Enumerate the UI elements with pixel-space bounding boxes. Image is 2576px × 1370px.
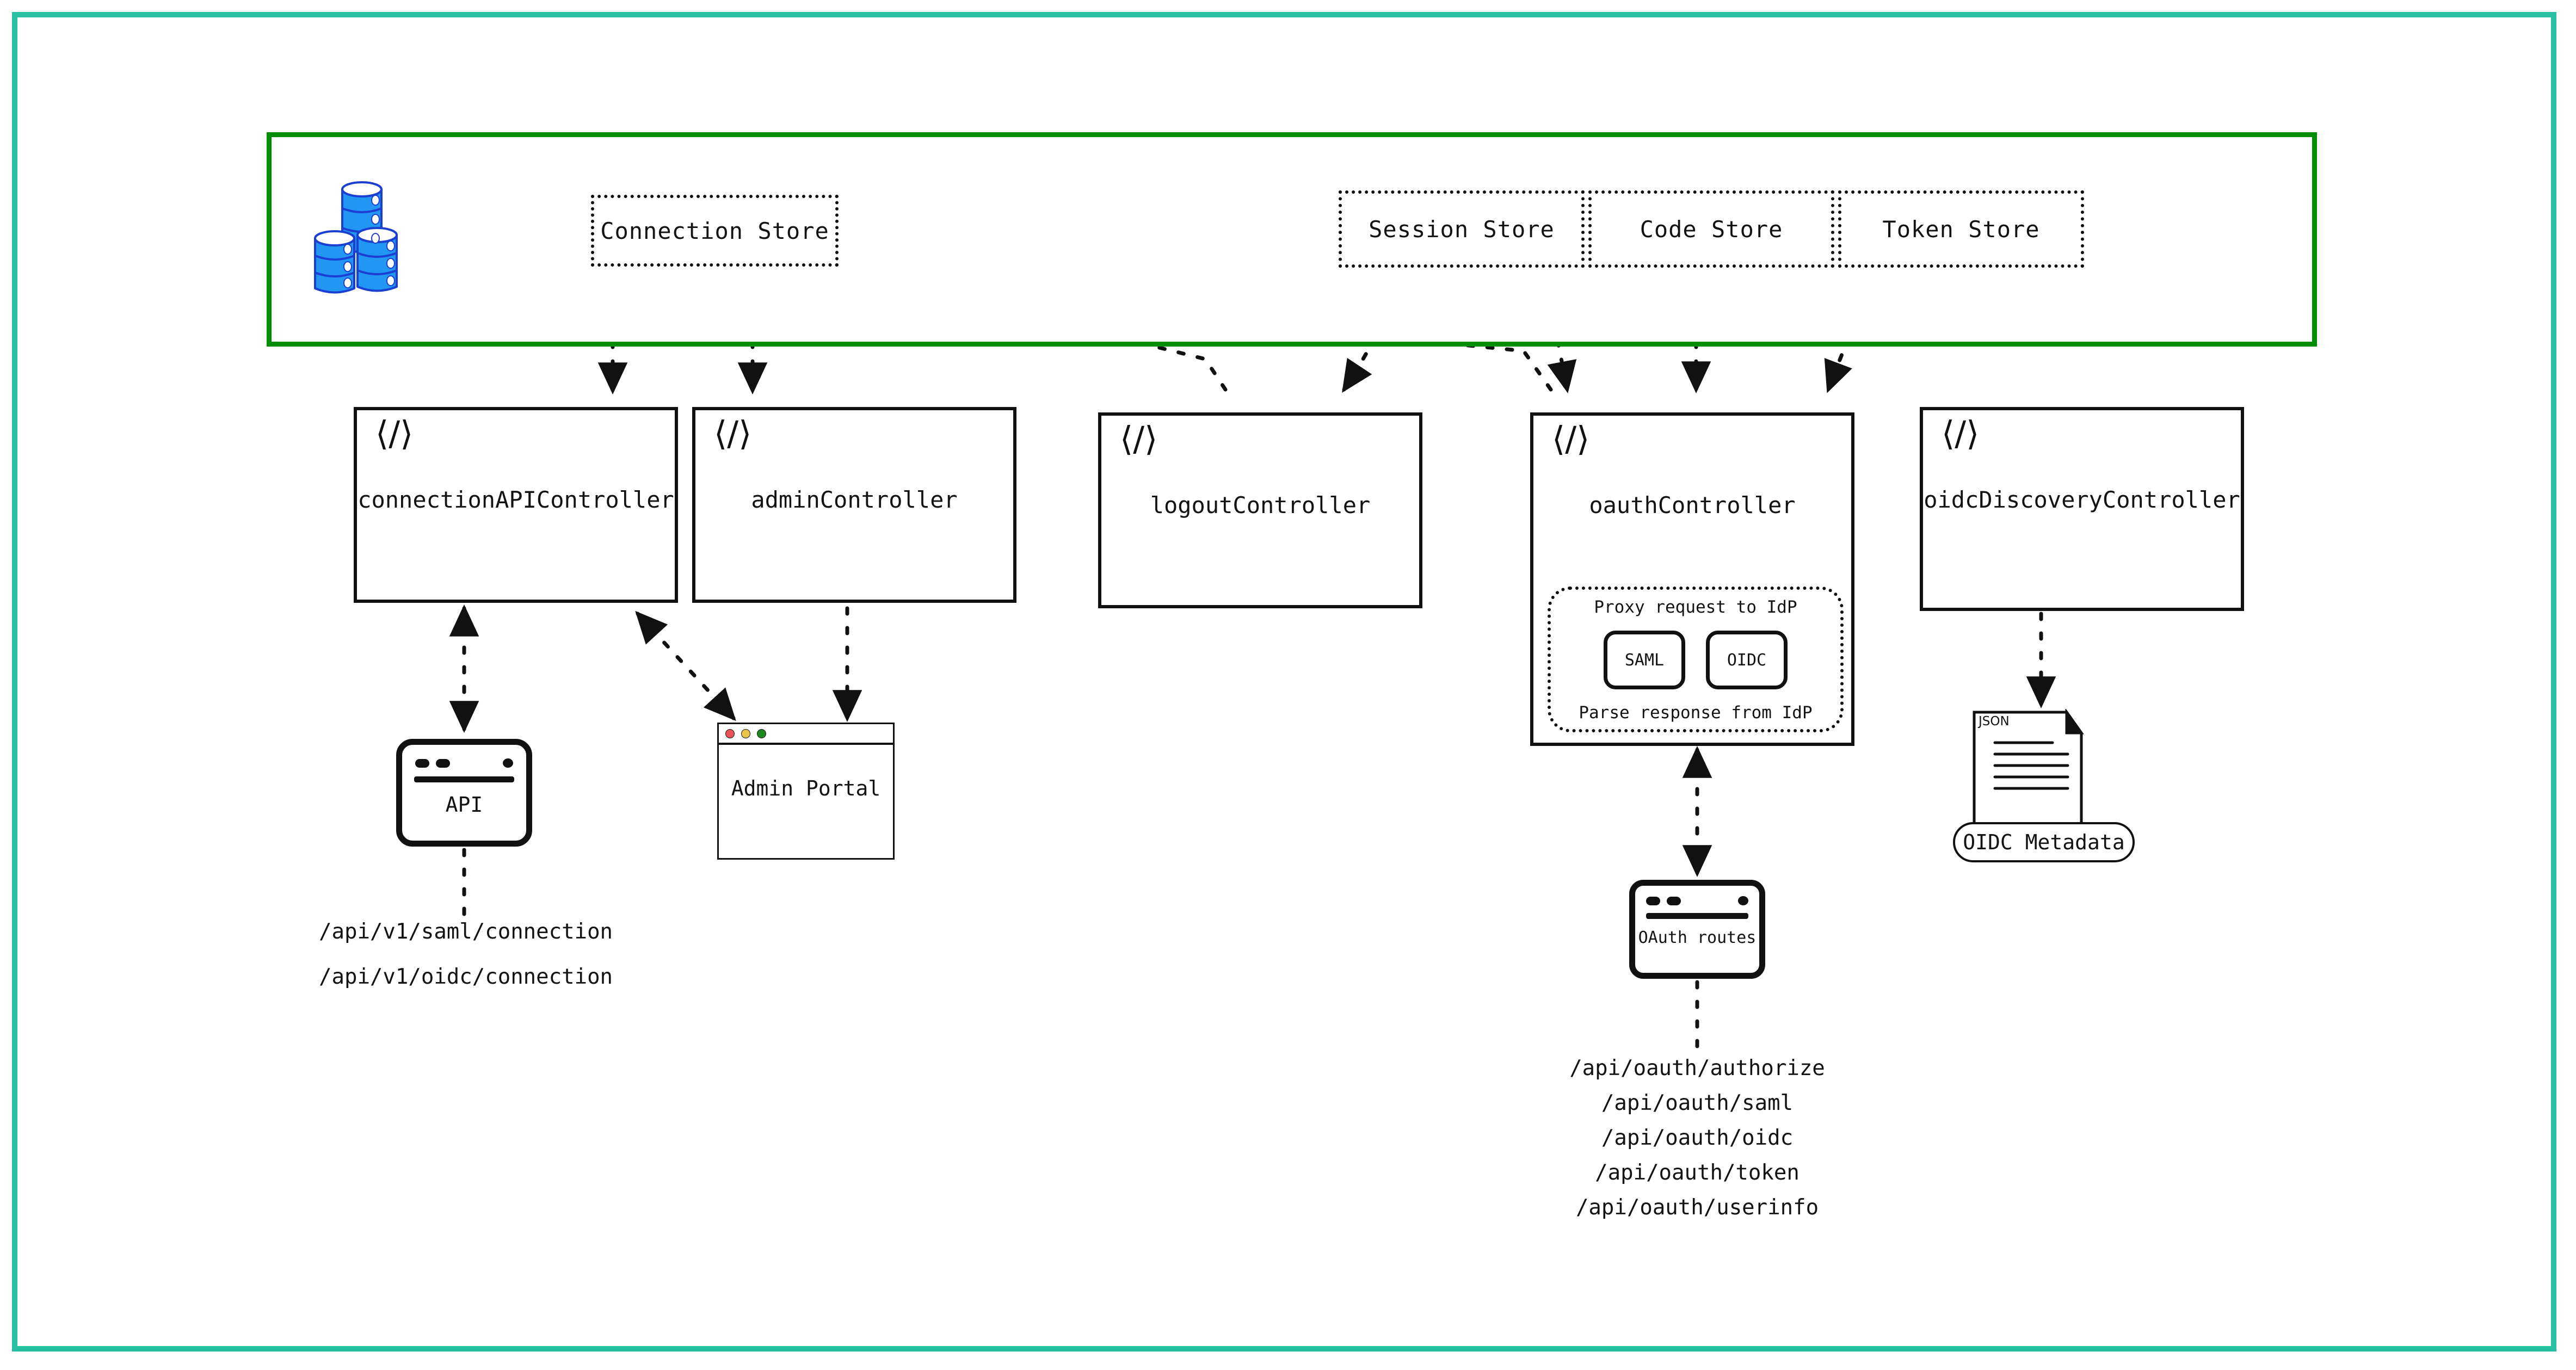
node-label: OAuth routes (1638, 928, 1757, 947)
minimize-dot-icon (741, 729, 750, 738)
controller-connection-api[interactable]: ⟨/⟩ connectionAPIController (354, 407, 678, 603)
endpoint-item: /api/oauth/authorize (1569, 1056, 1825, 1081)
outer-frame-border (12, 12, 2556, 1352)
code-icon: ⟨/⟩ (1942, 414, 1980, 453)
node-oidc-metadata-document[interactable]: JSON (1970, 709, 2112, 845)
database-stack-icon (310, 174, 440, 299)
store-session-store[interactable]: Session Store (1339, 190, 1585, 268)
controller-label: connectionAPIController (358, 486, 674, 513)
device-dash-icon (1646, 897, 1660, 905)
maximize-dot-icon (757, 729, 766, 738)
device-dash-icon (415, 759, 429, 768)
endpoint-item: /api/v1/oidc/connection (319, 965, 613, 989)
controller-label: adminController (751, 486, 958, 513)
controller-admin[interactable]: ⟨/⟩ adminController (692, 407, 1016, 603)
controller-label: oauthController (1589, 492, 1796, 519)
device-dash-icon (436, 759, 450, 768)
controller-oauth[interactable]: ⟨/⟩ oauthController Proxy request to IdP… (1530, 412, 1854, 746)
node-oidc-metadata-label[interactable]: OIDC Metadata (1953, 822, 2135, 862)
code-icon: ⟨/⟩ (375, 414, 414, 453)
parse-response-label: Parse response from IdP (1579, 703, 1813, 723)
store-code-store[interactable]: Code Store (1588, 190, 1834, 268)
close-dot-icon (725, 729, 735, 738)
node-label: Admin Portal (731, 776, 881, 800)
device-rule (414, 776, 514, 782)
node-oauth-routes[interactable]: OAuth routes (1629, 880, 1765, 979)
node-api[interactable]: API (396, 739, 532, 847)
endpoint-item: /api/oauth/oidc (1601, 1126, 1794, 1150)
endpoint-list-oauth: /api/oauth/authorize /api/oauth/saml /ap… (1534, 1058, 1860, 1232)
device-dash-icon (1667, 897, 1681, 905)
proxy-idp-panel: Proxy request to IdP SAML OIDC Parse res… (1548, 587, 1844, 732)
endpoint-item: /api/v1/saml/connection (319, 919, 613, 944)
controller-logout[interactable]: ⟨/⟩ logoutController (1098, 412, 1422, 608)
controller-label: oidcDiscoveryController (1924, 486, 2240, 513)
endpoint-list-connection: /api/v1/saml/connection /api/v1/oidc/con… (319, 921, 613, 1011)
code-icon: ⟨/⟩ (1120, 419, 1158, 459)
browser-titlebar (719, 724, 893, 745)
endpoint-item: /api/oauth/userinfo (1575, 1195, 1819, 1220)
protocol-pill-group: SAML OIDC (1604, 631, 1788, 689)
controller-oidc-discovery[interactable]: ⟨/⟩ oidcDiscoveryController (1920, 407, 2244, 611)
device-rule (1646, 913, 1748, 919)
store-token-store[interactable]: Token Store (1838, 190, 2084, 268)
json-document-icon (1973, 709, 2084, 843)
endpoint-item: /api/oauth/token (1595, 1161, 1799, 1185)
node-label: API (445, 793, 483, 817)
node-admin-portal[interactable]: Admin Portal (717, 723, 895, 860)
code-icon: ⟨/⟩ (1552, 419, 1590, 459)
proxy-request-label: Proxy request to IdP (1594, 597, 1797, 617)
device-dot-icon (503, 758, 513, 768)
device-dot-icon (1738, 896, 1748, 905)
document-format-tag: JSON (1979, 714, 2010, 729)
code-icon: ⟨/⟩ (714, 414, 752, 453)
protocol-pill-saml[interactable]: SAML (1604, 631, 1685, 689)
protocol-pill-oidc[interactable]: OIDC (1706, 631, 1788, 689)
store-connection-store[interactable]: Connection Store (591, 195, 839, 267)
controller-label: logoutController (1150, 492, 1371, 519)
endpoint-item: /api/oauth/saml (1601, 1091, 1794, 1115)
device-titlebar (415, 757, 513, 775)
